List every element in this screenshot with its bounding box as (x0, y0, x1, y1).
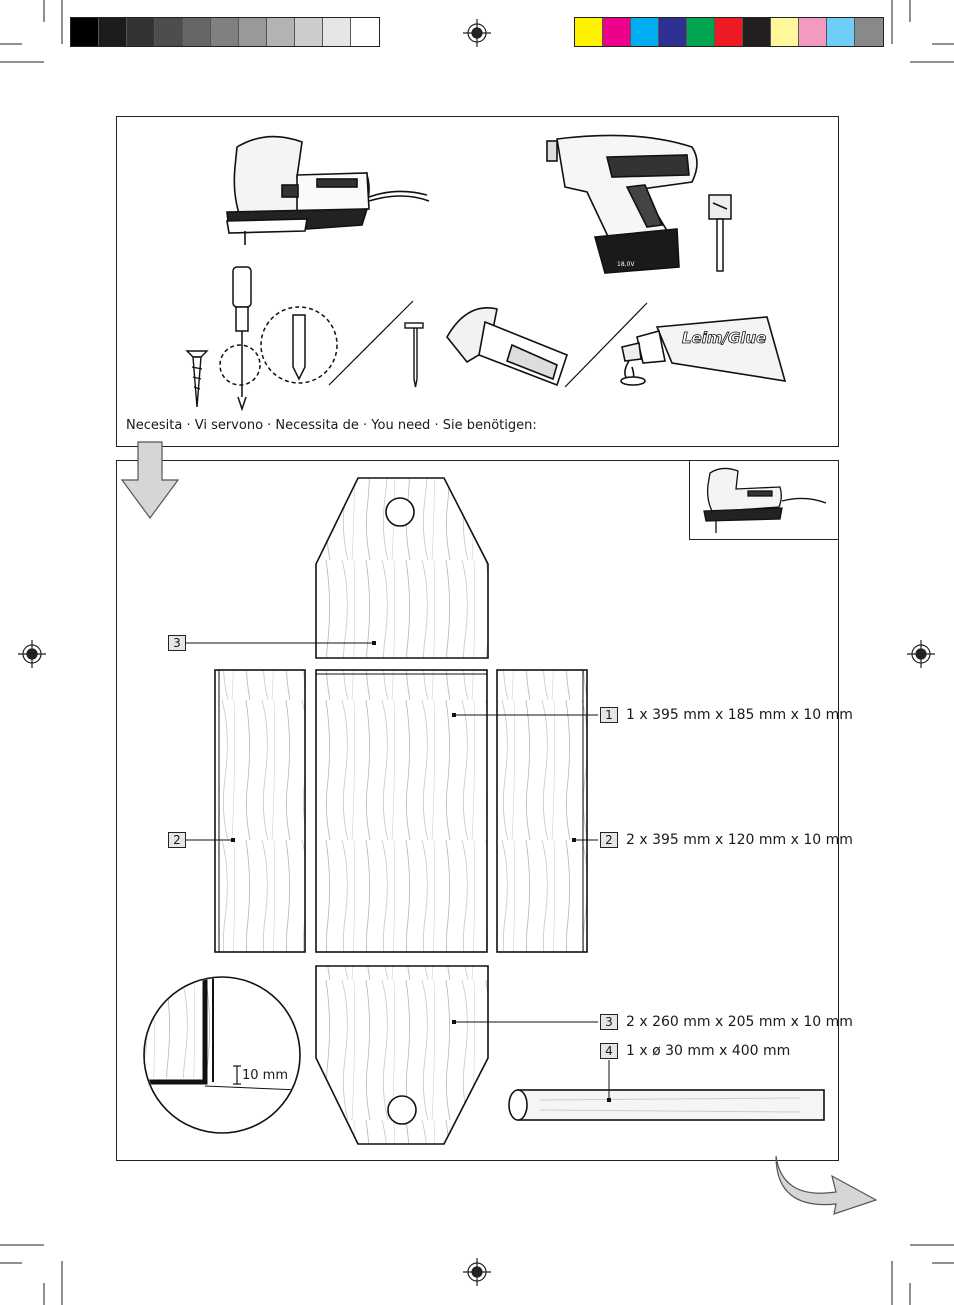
color-swatch (827, 18, 855, 46)
drill-voltage-label: 18,0V (617, 261, 635, 268)
part-2-right-board (496, 669, 588, 953)
next-page-arrow-icon (775, 1155, 878, 1215)
registration-mark (463, 19, 491, 47)
hole (385, 497, 415, 527)
color-swatch (71, 18, 99, 46)
color-swatch (603, 18, 631, 46)
part-label-1: 1 (600, 707, 618, 723)
part-label-3-top: 3 (168, 635, 186, 651)
edge-thickness-label: 10 mm (242, 1068, 289, 1083)
screw-icon (185, 350, 209, 408)
color-swatch (715, 18, 743, 46)
color-swatch (351, 18, 379, 46)
tools-illustration: 18,0V (185, 134, 787, 412)
color-swatch (99, 18, 127, 46)
jigsaw-icon (703, 467, 827, 533)
part-2-dimensions: 2 x 395 mm x 120 mm x 10 mm (626, 832, 853, 848)
part-1-dimensions: 1 x 395 mm x 185 mm x 10 mm (626, 707, 853, 723)
color-swatch (687, 18, 715, 46)
color-swatch (127, 18, 155, 46)
color-swatch (743, 18, 771, 46)
tools-needed-caption: Necesita · Vi servono · Necessita de · Y… (126, 418, 537, 433)
part-label-2-left: 2 (168, 832, 186, 848)
glue-tube-icon: Leim/Glue (620, 316, 787, 386)
hole (387, 1095, 417, 1125)
color-swatch (575, 18, 603, 46)
color-swatch (855, 18, 883, 46)
part-2-left-board (214, 669, 306, 953)
hammer-icon (446, 307, 568, 387)
tools-panel: 18,0V (116, 116, 839, 447)
registration-mark (463, 1258, 491, 1286)
forstner-bit-icon (708, 194, 732, 272)
color-swatch (631, 18, 659, 46)
jigsaw-hint-box (689, 460, 839, 540)
color-swatch (799, 18, 827, 46)
glue-label: Leim/Glue (682, 329, 766, 347)
color-calibration-bar (574, 17, 884, 47)
grayscale-calibration-bar (70, 17, 380, 47)
color-swatch (323, 18, 351, 46)
nail-icon (404, 322, 424, 388)
registration-mark (907, 640, 935, 668)
color-swatch (239, 18, 267, 46)
color-swatch (659, 18, 687, 46)
part-3-bottom-board (315, 965, 489, 1145)
color-swatch (211, 18, 239, 46)
color-swatch (155, 18, 183, 46)
color-swatch (771, 18, 799, 46)
screwdriver-icon (219, 266, 338, 412)
part-label-4: 4 (600, 1043, 618, 1059)
part-3-top-board (315, 477, 489, 659)
down-arrow-icon (120, 441, 180, 520)
part-4-dimensions: 1 x ø 30 mm x 400 mm (626, 1043, 791, 1059)
color-swatch (295, 18, 323, 46)
jigsaw-icon (226, 135, 430, 245)
registration-mark (18, 640, 46, 668)
part-3-dimensions: 2 x 260 mm x 205 mm x 10 mm (626, 1014, 853, 1030)
color-swatch (183, 18, 211, 46)
color-swatch (267, 18, 295, 46)
edge-detail-magnifier (143, 976, 301, 1134)
part-4-dowel (508, 1089, 825, 1121)
part-label-2: 2 (600, 832, 618, 848)
part-1-back-board (315, 669, 488, 953)
part-label-3: 3 (600, 1014, 618, 1030)
cordless-drill-icon: 18,0V (546, 134, 698, 274)
